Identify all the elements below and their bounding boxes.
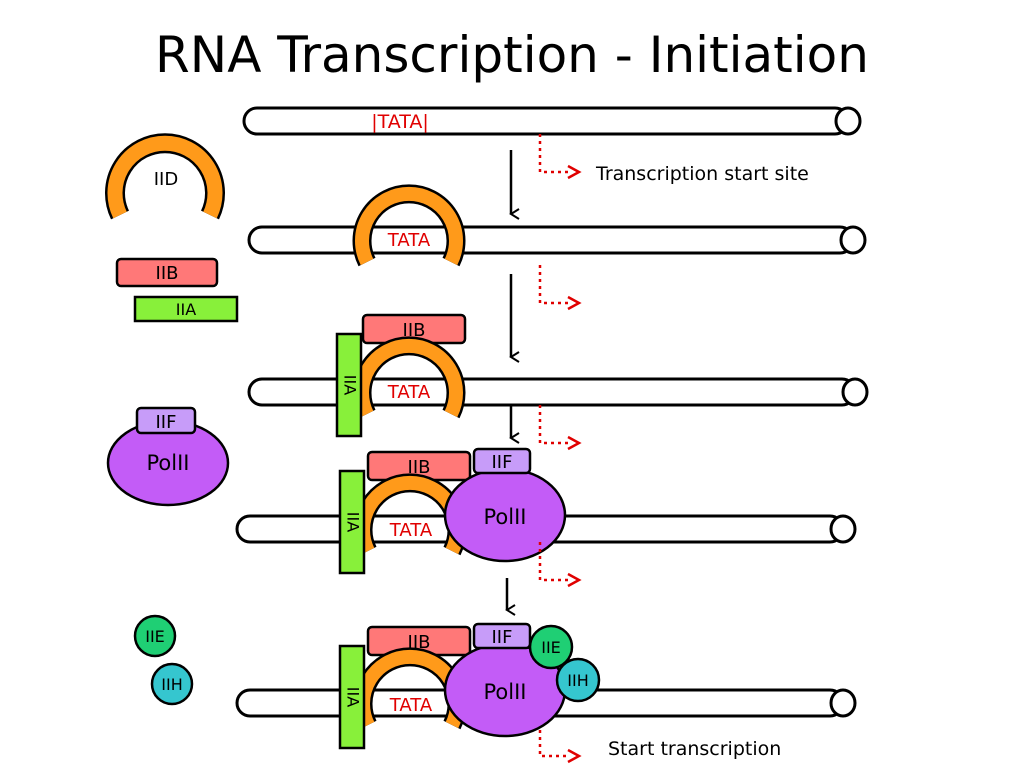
bound-iid-3 bbox=[352, 336, 466, 419]
dna-strand-1 bbox=[242, 106, 862, 136]
free-iid bbox=[105, 133, 225, 220]
iih-label-5: IIH bbox=[567, 671, 588, 690]
tata-box-5: TATA bbox=[389, 695, 433, 716]
free-polii-label: PolII bbox=[147, 451, 190, 475]
page-title: RNA Transcription - Initiation bbox=[155, 26, 869, 84]
iia-label-5: IIA bbox=[344, 687, 363, 707]
tata-box-4: TATA bbox=[389, 520, 433, 541]
iid-label: IID bbox=[154, 169, 178, 190]
free-iih bbox=[150, 662, 194, 706]
start-site-arrow-1 bbox=[538, 134, 582, 180]
bound-iid-2 bbox=[352, 184, 466, 267]
free-iia-box bbox=[133, 295, 239, 323]
dna-strand-2 bbox=[247, 225, 867, 255]
start-site-arrow-5 bbox=[538, 730, 582, 764]
iia-label-4: IIA bbox=[344, 512, 363, 532]
iif-label-4: IIF bbox=[492, 452, 513, 473]
free-iif-label: IIF bbox=[156, 412, 177, 433]
free-iie bbox=[133, 614, 177, 658]
iib-label-3: IIB bbox=[403, 320, 426, 341]
iif-label-5: IIF bbox=[492, 627, 513, 648]
tata-box-2: TATA bbox=[387, 230, 431, 251]
free-iia-label: IIA bbox=[176, 300, 196, 319]
polii-label-5: PolII bbox=[484, 680, 527, 704]
dna-strand-3 bbox=[247, 377, 869, 407]
iia-box-4 bbox=[338, 469, 366, 575]
free-iih-label: IIH bbox=[161, 675, 182, 694]
iie-label-5: IIE bbox=[541, 638, 561, 657]
free-iif-box bbox=[135, 406, 197, 435]
start-site-arrow-2 bbox=[538, 265, 582, 311]
iia-box-3 bbox=[335, 332, 363, 438]
iia-label-3: IIA bbox=[341, 375, 360, 395]
start-site-label: Transcription start site bbox=[595, 163, 809, 185]
start-site-arrow-3 bbox=[538, 405, 582, 451]
iih-5 bbox=[555, 657, 601, 703]
iia-box-5 bbox=[338, 644, 366, 750]
iif-box-4 bbox=[472, 447, 532, 475]
start-transcription-label: Start transcription bbox=[608, 738, 781, 760]
free-iie-label: IIE bbox=[145, 627, 165, 646]
tata-box-3: TATA bbox=[387, 382, 431, 403]
start-site-arrow-4 bbox=[538, 542, 582, 588]
iib-label-4: IIB bbox=[408, 457, 431, 478]
iif-box-5 bbox=[472, 622, 532, 650]
free-iib-box bbox=[115, 257, 219, 288]
iie-5 bbox=[528, 624, 574, 670]
free-iib-label: IIB bbox=[156, 263, 179, 284]
tata-box-marked: |TATA| bbox=[371, 111, 429, 133]
polii-label-4: PolII bbox=[484, 505, 527, 529]
